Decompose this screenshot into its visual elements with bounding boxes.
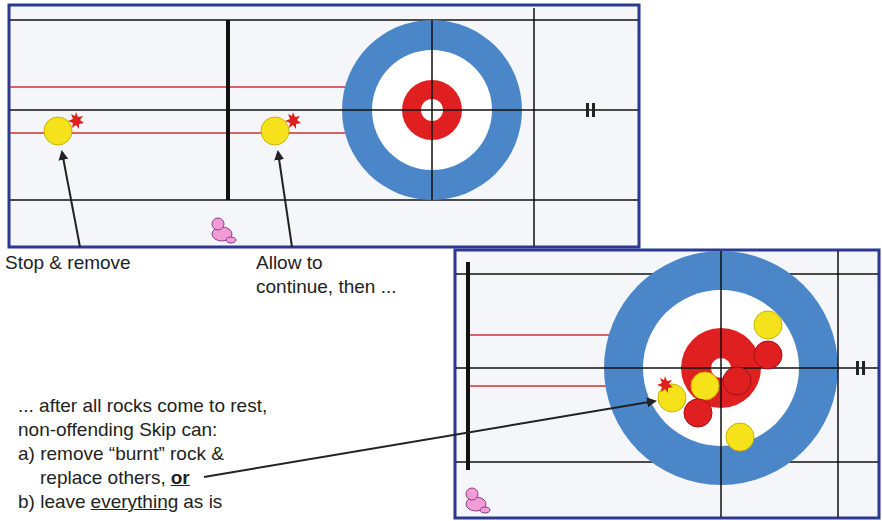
callout-text: a) remove “burnt” rock & xyxy=(18,443,224,465)
leader-line xyxy=(278,152,292,247)
callout-text: non-offending Skip can: xyxy=(18,419,217,441)
top-sheet xyxy=(9,5,639,247)
callout-text: b) leave xyxy=(18,491,86,513)
callout-text: or xyxy=(171,467,190,489)
callout-text: ... after all rocks come to rest, xyxy=(18,395,267,417)
callout-text: Allow to xyxy=(256,252,323,274)
callout-text: everything xyxy=(91,491,179,513)
callout-text: continue, then ... xyxy=(256,276,397,298)
pig-logo xyxy=(212,218,236,243)
callout-text: replace others, xyxy=(40,467,166,489)
callout-text: Stop & remove xyxy=(5,252,131,274)
bottom-sheet xyxy=(455,250,879,518)
leader-line xyxy=(62,152,80,247)
callout-text: as is xyxy=(183,491,222,513)
leader-line xyxy=(204,401,655,477)
pig-logo xyxy=(466,488,490,513)
